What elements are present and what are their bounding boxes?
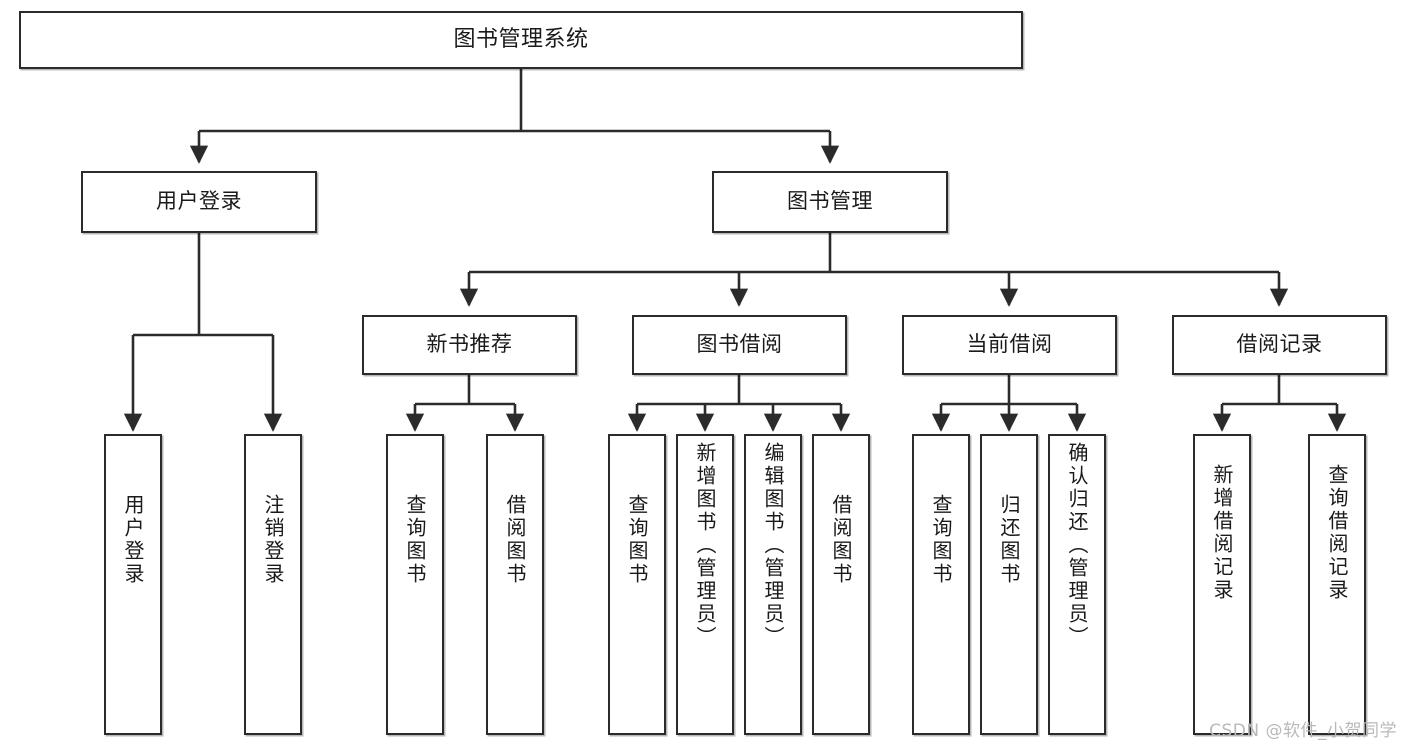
node-borrow-record[interactable]: 借阅记录 (1172, 315, 1387, 375)
leaf-query-book-borrow[interactable]: 查询图书 (608, 434, 666, 735)
leaf-user-login[interactable]: 用户登录 (104, 434, 162, 735)
leaf-query-borrow-record[interactable]: 查询借阅记录 (1308, 434, 1366, 735)
leaf-add-borrow-record[interactable]: 新增借阅记录 (1193, 434, 1251, 735)
node-new-book-recommend[interactable]: 新书推荐 (362, 315, 577, 375)
leaf-query-book-newbook[interactable]: 查询图书 (386, 434, 444, 735)
node-label: 借阅记录 (1236, 332, 1323, 357)
node-label: 查询图书 (625, 494, 649, 586)
node-label: 归还图书 (997, 494, 1021, 586)
leaf-borrow-book-newbook[interactable]: 借阅图书 (486, 434, 544, 735)
node-label: 查询借阅记录 (1325, 464, 1349, 602)
node-label: 注销登录 (261, 494, 285, 586)
node-label: 图书管理系统 (453, 26, 589, 52)
node-current-borrow[interactable]: 当前借阅 (902, 315, 1117, 375)
node-root-system[interactable]: 图书管理系统 (19, 11, 1023, 69)
node-label: 编辑图书（管理员） (761, 442, 785, 649)
node-label: 确认归还（管理员） (1065, 442, 1089, 649)
leaf-confirm-return-admin[interactable]: 确认归还（管理员） (1048, 434, 1106, 735)
leaf-edit-book-admin[interactable]: 编辑图书（管理员） (744, 434, 802, 735)
node-label: 图书管理 (787, 189, 873, 214)
node-book-management[interactable]: 图书管理 (712, 171, 948, 233)
node-label: 新增借阅记录 (1210, 464, 1234, 602)
leaf-logout[interactable]: 注销登录 (244, 434, 302, 735)
node-user-login[interactable]: 用户登录 (81, 171, 317, 233)
node-label: 当前借阅 (966, 332, 1053, 357)
leaf-return-book[interactable]: 归还图书 (980, 434, 1038, 735)
node-label: 新书推荐 (426, 332, 513, 357)
node-book-borrow[interactable]: 图书借阅 (632, 315, 847, 375)
leaf-add-book-admin[interactable]: 新增图书（管理员） (676, 434, 734, 735)
node-label: 图书借阅 (696, 332, 783, 357)
csdn-watermark: CSDN @软件_小贺同学 (1209, 721, 1397, 741)
node-label: 借阅图书 (829, 494, 853, 586)
node-label: 新增图书（管理员） (693, 442, 717, 649)
node-label: 用户登录 (156, 189, 242, 214)
node-label: 借阅图书 (503, 494, 527, 586)
node-label: 查询图书 (403, 494, 427, 586)
node-label: 用户登录 (121, 494, 145, 586)
node-label: 查询图书 (929, 494, 953, 586)
leaf-borrow-book-borrow[interactable]: 借阅图书 (812, 434, 870, 735)
leaf-query-book-current[interactable]: 查询图书 (912, 434, 970, 735)
